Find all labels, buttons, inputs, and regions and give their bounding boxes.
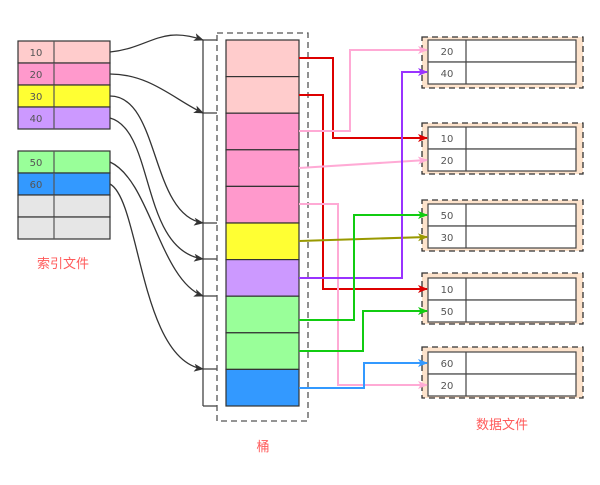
data-file: 10 20	[421, 122, 584, 175]
index-row: 50	[17, 150, 111, 174]
index-to-bucket-arrows	[109, 33, 204, 372]
arrow-bucket-1	[299, 57, 428, 142]
arrow-bucket-9	[299, 307, 428, 352]
arrow-index-50	[109, 161, 204, 297]
bucket-slot	[225, 259, 300, 297]
data-record	[427, 373, 577, 397]
bucket-bracket	[202, 39, 217, 407]
arrow-bucket-5	[299, 203, 428, 389]
index-table-2: 50 60	[17, 150, 111, 240]
data-file: 10 50	[421, 272, 584, 325]
data-key: 60	[441, 359, 454, 370]
arrow-index-40	[109, 117, 204, 262]
index-key: 30	[30, 92, 43, 103]
bucket-to-data-arrows	[298, 46, 428, 389]
arrow-index-30	[109, 95, 204, 226]
bucket-slot	[225, 368, 300, 407]
index-file-caption: 索引文件	[37, 257, 89, 272]
index-key: 60	[30, 180, 43, 191]
arrow-bucket-6	[298, 233, 428, 242]
index-row: 60	[17, 172, 111, 196]
index-key: 20	[30, 70, 43, 81]
index-row	[17, 194, 111, 218]
bucket-container	[216, 32, 309, 422]
bucket-slot	[225, 112, 300, 151]
index-row-bg	[17, 194, 111, 218]
bucket-slot	[225, 295, 300, 334]
bucket-list	[225, 39, 300, 407]
bucket-slot	[225, 332, 300, 370]
index-row: 20	[17, 62, 111, 86]
arrow-bucket-2	[299, 94, 428, 293]
arrow-bucket-10	[299, 359, 428, 389]
data-key: 10	[441, 285, 454, 296]
bucket-slot	[225, 39, 300, 78]
arrow-bucket-7	[299, 68, 428, 279]
index-row: 40	[17, 106, 111, 130]
index-key: 40	[30, 114, 43, 125]
bucket-slot	[225, 149, 300, 188]
data-key: 30	[441, 233, 454, 244]
index-row-bg	[17, 216, 111, 240]
arrow-bucket-3	[299, 46, 428, 132]
data-key: 40	[441, 69, 454, 80]
arrow-index-20	[109, 73, 204, 114]
data-file-caption: 数据文件	[476, 418, 528, 433]
bucket-slot	[225, 75, 300, 114]
index-row: 10	[17, 40, 111, 64]
data-record	[427, 61, 577, 85]
arrow-index-10	[109, 33, 204, 53]
data-key: 50	[441, 211, 454, 222]
index-key: 50	[30, 158, 43, 169]
data-file: 50 30	[421, 199, 584, 252]
bucket-slot	[225, 185, 300, 224]
data-key: 20	[441, 47, 454, 58]
data-key: 20	[441, 381, 454, 392]
index-row: 30	[17, 84, 111, 108]
arrow-index-60	[109, 183, 204, 372]
data-key: 50	[441, 307, 454, 318]
arrow-bucket-4	[298, 156, 428, 169]
data-record	[427, 299, 577, 323]
index-key: 10	[30, 48, 43, 59]
data-key: 20	[441, 156, 454, 167]
bucket-slot	[225, 222, 300, 261]
index-row	[17, 216, 111, 240]
data-file: 20 40	[421, 36, 584, 89]
data-file: 60 20	[421, 346, 584, 399]
data-record	[427, 225, 577, 249]
arrow-bucket-8	[299, 211, 428, 321]
data-key: 10	[441, 134, 454, 145]
bucket-caption: 桶	[256, 440, 269, 455]
data-record	[427, 148, 577, 172]
index-table-1: 10 20 30 40	[17, 40, 111, 130]
